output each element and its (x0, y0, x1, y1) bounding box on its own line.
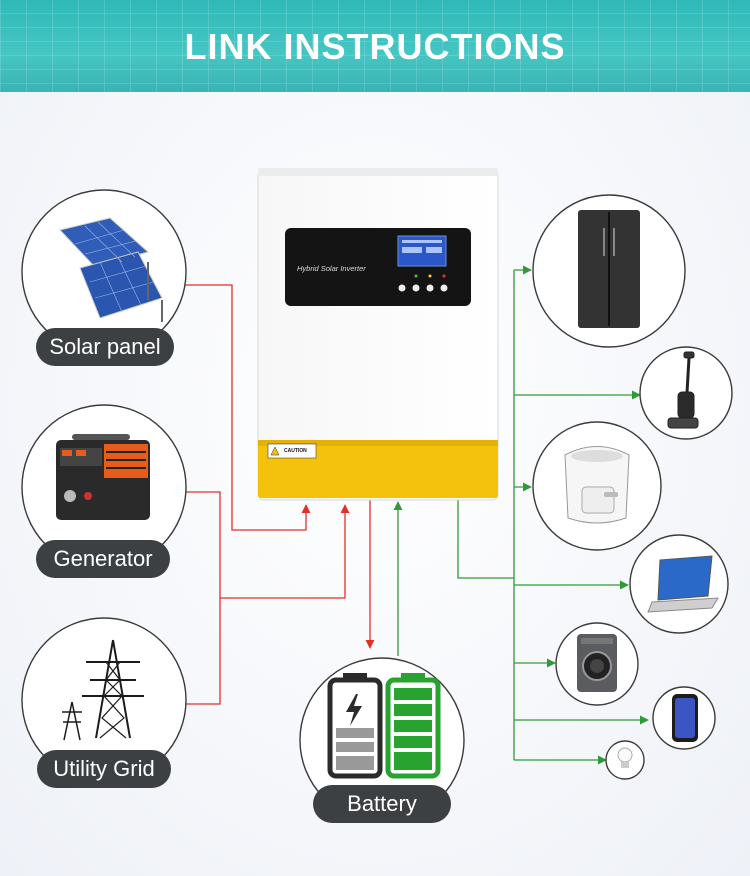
floor-washer-icon (667, 351, 699, 429)
solar-grid-pattern (0, 0, 750, 92)
battery-label: Battery (313, 785, 451, 823)
battery-icon (327, 673, 441, 779)
input-lines (185, 284, 375, 705)
control-buttons (398, 274, 448, 292)
air-fryer-icon (564, 446, 630, 524)
warning-text: CAUTION (284, 448, 307, 454)
load-circles (532, 194, 733, 780)
hybrid-inverter: CAUTION Hybrid Solar Inverter (257, 168, 499, 501)
output-lines (393, 265, 649, 765)
utility-grid-label: Utility Grid (37, 750, 171, 788)
inverter-panel-label: Hybrid Solar Inverter (297, 264, 366, 273)
generator-label: Generator (36, 540, 170, 578)
caution-sticker (267, 443, 317, 459)
light-bulb-icon (617, 747, 633, 768)
washing-machine-icon (577, 634, 617, 692)
transmission-tower-icon (62, 639, 144, 741)
solar-panel-icon (59, 217, 163, 322)
page-title: LINK INSTRUCTIONS (184, 26, 566, 67)
refrigerator-icon (578, 210, 640, 328)
laptop-icon (647, 555, 719, 613)
header-banner: LINK INSTRUCTIONS (0, 0, 750, 92)
solar-panel-label: Solar panel (36, 328, 174, 366)
smartphone-icon (672, 694, 698, 742)
generator-icon (56, 434, 150, 520)
